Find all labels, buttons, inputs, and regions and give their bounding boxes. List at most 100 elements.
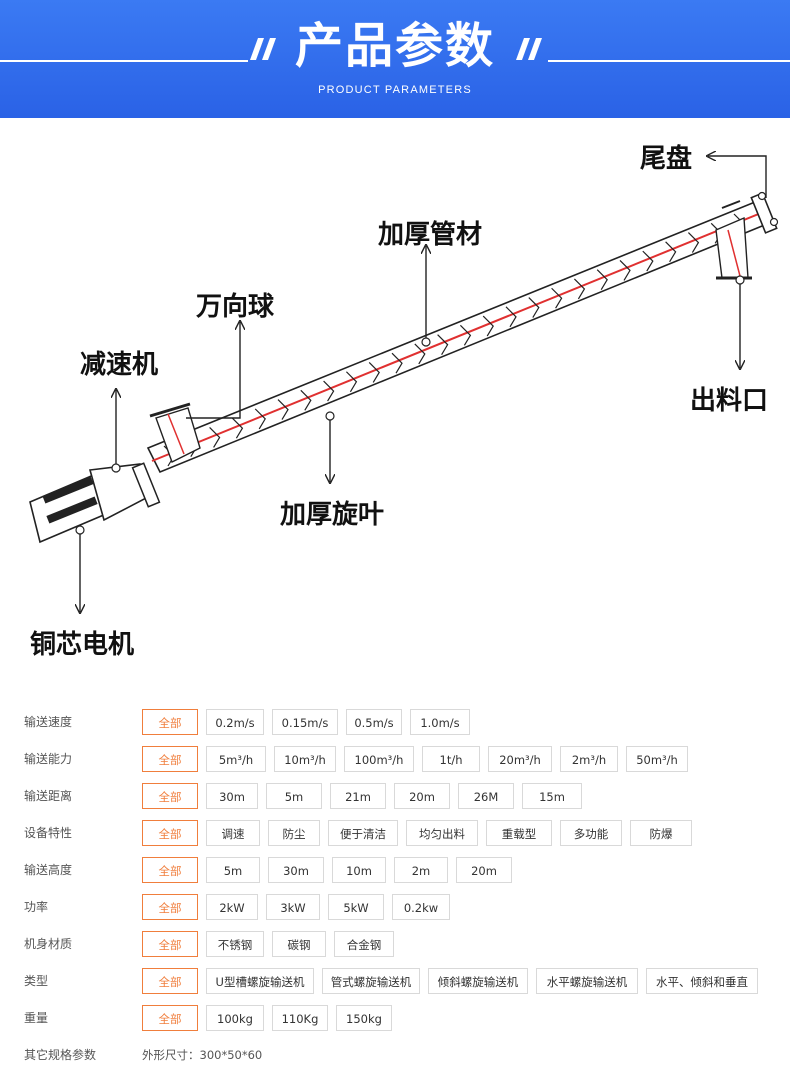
filter-option[interactable]: 防爆: [630, 820, 692, 846]
filter-option-all[interactable]: 全部: [142, 1005, 198, 1031]
filter-option[interactable]: 5m: [206, 857, 260, 883]
filter-option[interactable]: 不锈钢: [206, 931, 264, 957]
header-banner: 产品参数 PRODUCT PARAMETERS: [0, 0, 790, 118]
callout-thick-blade: 加厚旋叶: [280, 500, 385, 530]
screw-blade: [345, 371, 358, 393]
filter-option[interactable]: 100kg: [206, 1005, 264, 1031]
filter-option-all[interactable]: 全部: [142, 894, 198, 920]
outlet-chute: [715, 216, 752, 280]
param-label: 类型: [24, 974, 49, 988]
filter-option[interactable]: 水平螺旋输送机: [536, 968, 638, 994]
param-label: 机身材质: [24, 937, 73, 951]
filter-option[interactable]: 20m³/h: [488, 746, 552, 772]
callout-copper-motor: 铜芯电机: [30, 630, 135, 660]
filter-option[interactable]: 2kW: [206, 894, 258, 920]
other-specs-label: 其它规格参数: [24, 1048, 97, 1062]
screw-blade: [368, 362, 380, 383]
filter-option[interactable]: 水平、倾斜和垂直: [646, 968, 758, 994]
page-title: 产品参数: [294, 18, 495, 74]
callout-outlet: 出料口: [690, 386, 769, 416]
header-line-right: [548, 60, 790, 62]
filter-option[interactable]: 50m³/h: [626, 746, 688, 772]
product-diagram: 尾盘 加厚管材 万向球 减速机 出料口 加厚旋叶 铜芯电机: [0, 118, 790, 698]
screw-blade: [482, 315, 494, 337]
screw-blade: [573, 278, 586, 300]
screw-blade: [505, 306, 517, 328]
screw-blade: [323, 380, 335, 402]
param-row: 设备特性 全部调速防尘便于清洁均匀出料重载型多功能防爆: [0, 818, 790, 855]
param-row: 功率 全部 2kW 3kW 5kW 0.2kw: [0, 892, 790, 929]
filter-option[interactable]: 0.2m/s: [206, 709, 264, 735]
param-row: 类型 全部 U型槽螺旋输送机管式螺旋输送机倾斜螺旋输送机水平螺旋输送机水平、倾斜和垂…: [0, 966, 790, 1003]
filter-option[interactable]: 150kg: [336, 1005, 392, 1031]
tail-plate: [721, 191, 779, 234]
param-label: 设备特性: [24, 826, 73, 840]
filter-option[interactable]: 2m: [394, 857, 448, 883]
filter-option-all[interactable]: 全部: [142, 857, 198, 883]
screw-conveyor-illustration: [29, 118, 779, 698]
filter-option[interactable]: 调速: [206, 820, 260, 846]
filter-option[interactable]: 20m: [456, 857, 512, 883]
motor-assembly: [29, 462, 161, 544]
callout-lines: [80, 156, 767, 612]
screw-blade: [300, 389, 312, 411]
header-line-left: [0, 60, 248, 62]
filter-option[interactable]: 0.5m/s: [346, 709, 402, 735]
screw-blade: [391, 352, 403, 374]
filter-option[interactable]: 0.15m/s: [272, 709, 338, 735]
screw-blade: [437, 334, 449, 355]
filter-option-all[interactable]: 全部: [142, 746, 198, 772]
filter-option[interactable]: 3kW: [266, 894, 320, 920]
filter-option-all[interactable]: 全部: [142, 783, 198, 809]
filter-option[interactable]: 管式螺旋输送机: [322, 968, 420, 994]
screw-blade: [254, 408, 266, 430]
filter-option[interactable]: 合金钢: [334, 931, 394, 957]
filter-option[interactable]: 1t/h: [422, 746, 480, 772]
filter-option[interactable]: 26M: [458, 783, 514, 809]
filter-option[interactable]: 碳钢: [272, 931, 326, 957]
filter-option[interactable]: 30m: [206, 783, 258, 809]
filter-option[interactable]: 多功能: [560, 820, 622, 846]
param-label: 输送能力: [24, 752, 73, 766]
other-specs-value: 外形尺寸：300*50*60: [142, 1048, 263, 1062]
filter-option[interactable]: 110Kg: [272, 1005, 328, 1031]
filter-option[interactable]: 5m: [266, 783, 322, 809]
filter-option[interactable]: 5m³/h: [206, 746, 266, 772]
param-label: 功率: [24, 900, 49, 914]
inlet-hopper: [149, 402, 201, 463]
screw-blade: [551, 287, 563, 309]
filter-option[interactable]: 15m: [522, 783, 582, 809]
filter-option[interactable]: 1.0m/s: [410, 709, 470, 735]
callout-reducer: 减速机: [80, 350, 159, 380]
filter-option[interactable]: 20m: [394, 783, 450, 809]
filter-option[interactable]: 0.2kw: [392, 894, 450, 920]
filter-option-all[interactable]: 全部: [142, 709, 198, 735]
filter-option[interactable]: 均匀出料: [406, 820, 478, 846]
filter-option-all[interactable]: 全部: [142, 820, 198, 846]
filter-option[interactable]: 2m³/h: [560, 746, 618, 772]
filter-option[interactable]: 10m³/h: [274, 746, 336, 772]
filter-option-all[interactable]: 全部: [142, 968, 198, 994]
filter-option[interactable]: 便于清洁: [328, 820, 398, 846]
filter-option[interactable]: 重载型: [486, 820, 552, 846]
param-label: 重量: [24, 1011, 49, 1025]
param-row: 重量 全部 100kg 110Kg 150kg: [0, 1003, 790, 1040]
filter-option[interactable]: 5kW: [328, 894, 384, 920]
header-background: [0, 0, 790, 118]
filter-option[interactable]: 防尘: [268, 820, 320, 846]
callout-thick-tube: 加厚管材: [378, 220, 483, 250]
filter-option[interactable]: 21m: [330, 783, 386, 809]
filter-option[interactable]: 30m: [268, 857, 324, 883]
filter-option-all[interactable]: 全部: [142, 931, 198, 957]
page-subtitle: PRODUCT PARAMETERS: [318, 84, 472, 96]
filter-option[interactable]: 100m³/h: [344, 746, 414, 772]
filter-option[interactable]: 10m: [332, 857, 386, 883]
screw-blade: [277, 399, 289, 420]
filter-option[interactable]: U型槽螺旋输送机: [206, 968, 314, 994]
screw-blade: [596, 269, 608, 290]
screw-blade: [209, 427, 221, 448]
filter-option[interactable]: 倾斜螺旋输送机: [428, 968, 528, 994]
param-row: 输送能力 全部 5m³/h 10m³/h 100m³/h 1t/h 20m³/h 2m³/h 5…: [0, 744, 790, 781]
